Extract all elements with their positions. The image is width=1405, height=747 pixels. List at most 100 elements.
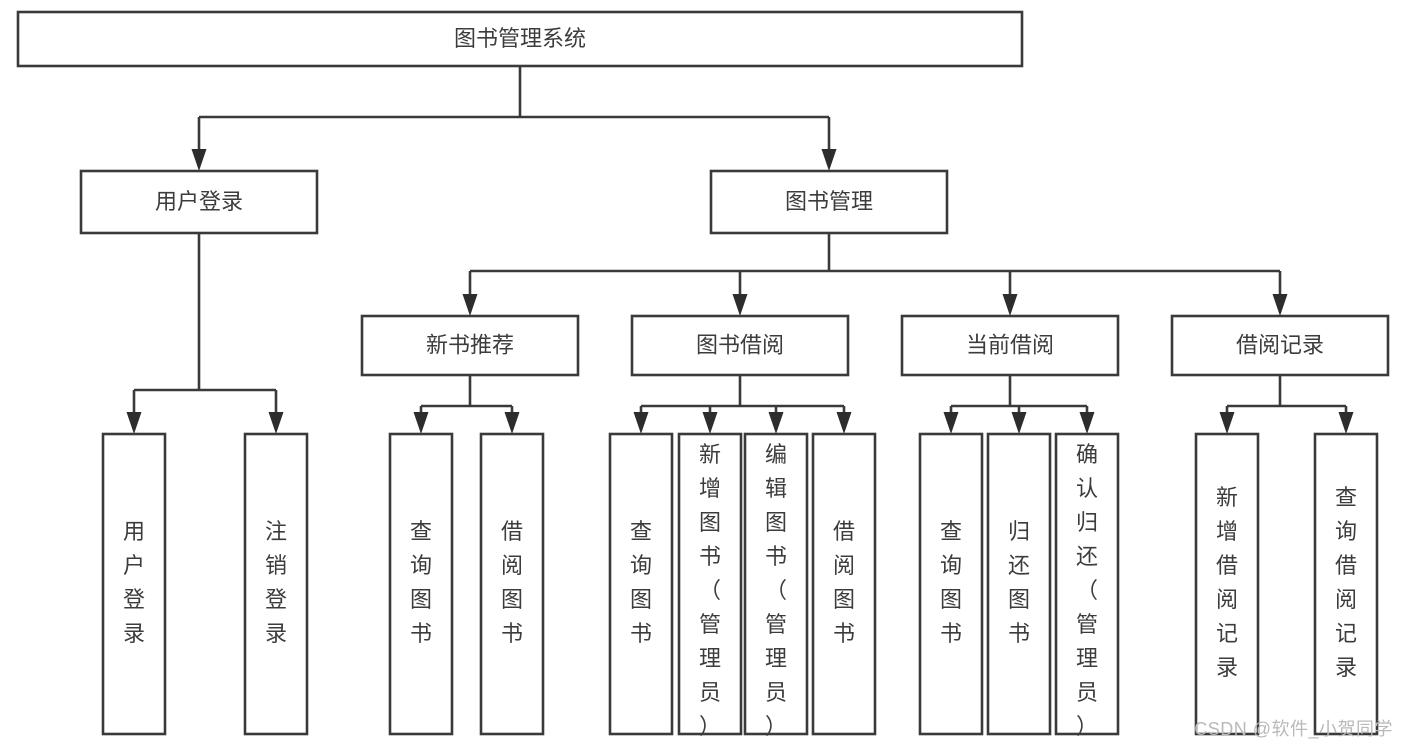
node-current[interactable]: 当前借阅	[900, 314, 1120, 377]
node-label: 当前借阅	[966, 332, 1054, 357]
node-label-char: 新	[699, 442, 721, 467]
arrow-head-icon	[191, 149, 207, 171]
node-layer: 图书管理系统用户登录图书管理新书推荐图书借阅当前借阅借阅记录用户登录注销登录查询…	[16, 10, 1390, 739]
node-leaf7[interactable]: 编辑图书（管理员）	[743, 432, 809, 739]
node-leaf8[interactable]: 借阅图书	[811, 432, 877, 736]
arrow-head-icon	[1002, 294, 1018, 316]
node-label-char: 图	[630, 587, 652, 612]
node-box[interactable]	[243, 432, 309, 736]
node-box[interactable]	[1194, 432, 1260, 736]
arrow-head-icon	[126, 412, 142, 434]
node-label-char: 书	[699, 544, 721, 569]
node-leaf13[interactable]: 查询借阅记录	[1313, 432, 1379, 736]
node-box[interactable]	[360, 314, 580, 377]
node-label-char: 辑	[765, 476, 787, 501]
node-label-char: ）	[699, 714, 721, 739]
node-leaf9[interactable]: 查询图书	[918, 432, 984, 736]
node-leaf1[interactable]: 用户登录	[101, 432, 167, 736]
arrow-head-icon	[633, 412, 649, 434]
node-label-char: 阅	[501, 553, 523, 578]
arrow-head-icon	[1219, 412, 1235, 434]
node-leaf10[interactable]: 归还图书	[986, 432, 1052, 736]
node-newbook[interactable]: 新书推荐	[360, 314, 580, 377]
node-label-char: 员	[765, 680, 787, 705]
node-box[interactable]	[918, 432, 984, 736]
node-label-char: 还	[1076, 544, 1098, 569]
node-label-char: 用	[123, 519, 145, 544]
node-label: 图书借阅	[696, 332, 784, 357]
node-label-char: 录	[123, 621, 145, 646]
node-label-char: 询	[630, 553, 652, 578]
node-label: 借阅图书	[833, 519, 855, 646]
node-label-char: 新	[1216, 485, 1238, 510]
node-box[interactable]	[1313, 432, 1379, 736]
node-box[interactable]	[811, 432, 877, 736]
node-box[interactable]	[101, 432, 167, 736]
node-leaf3[interactable]: 查询图书	[388, 432, 454, 736]
node-box[interactable]	[79, 169, 319, 235]
node-label-char: 借	[833, 519, 855, 544]
node-box[interactable]	[1170, 314, 1390, 377]
node-leaf4[interactable]: 借阅图书	[479, 432, 545, 736]
node-login[interactable]: 用户登录	[79, 169, 319, 235]
node-label-char: 增	[1216, 519, 1238, 544]
node-leaf11[interactable]: 确认归还（管理员）	[1054, 432, 1120, 739]
node-label: 借阅记录	[1236, 332, 1324, 357]
node-label: 查询图书	[410, 519, 432, 646]
node-label-char: 阅	[833, 553, 855, 578]
node-box[interactable]	[608, 432, 674, 736]
node-label-char: 理	[765, 646, 787, 671]
arrow-head-icon	[1338, 412, 1354, 434]
node-label-char: 理	[699, 646, 721, 671]
node-label: 编辑图书（管理员）	[765, 442, 787, 739]
node-box[interactable]	[479, 432, 545, 736]
node-label: 用户登录	[123, 519, 145, 646]
node-label-char: 员	[699, 680, 721, 705]
node-leaf6[interactable]: 新增图书（管理员）	[677, 432, 743, 739]
node-label-char: 借	[1216, 553, 1238, 578]
arrow-head-icon	[732, 294, 748, 316]
node-bookmgmt[interactable]: 图书管理	[709, 169, 949, 235]
node-label: 查询图书	[940, 519, 962, 646]
node-label-char: 书	[833, 621, 855, 646]
node-box[interactable]	[900, 314, 1120, 377]
connector-layer	[126, 66, 1354, 434]
node-box[interactable]	[709, 169, 949, 235]
node-box[interactable]	[677, 432, 743, 736]
node-label-char: 户	[123, 553, 145, 578]
arrow-head-icon	[768, 412, 784, 434]
node-box[interactable]	[743, 432, 809, 736]
node-box[interactable]	[1054, 432, 1120, 736]
node-label-char: 询	[1335, 519, 1357, 544]
node-box[interactable]	[630, 314, 850, 377]
node-borrow[interactable]: 图书借阅	[630, 314, 850, 377]
node-label-char: 记	[1216, 621, 1238, 646]
node-label-char: 查	[410, 519, 432, 544]
arrow-head-icon	[943, 412, 959, 434]
node-box[interactable]	[986, 432, 1052, 736]
node-label-char: 图	[699, 510, 721, 535]
arrow-head-icon	[504, 412, 520, 434]
node-leaf2[interactable]: 注销登录	[243, 432, 309, 736]
node-label-char: 管	[699, 612, 721, 637]
node-box[interactable]	[16, 10, 1024, 68]
node-label-char: 登	[265, 587, 287, 612]
node-label-char: 理	[1076, 646, 1098, 671]
node-records[interactable]: 借阅记录	[1170, 314, 1390, 377]
node-label-char: 录	[1216, 655, 1238, 680]
node-label-char: 图	[501, 587, 523, 612]
arrow-head-icon	[1079, 412, 1095, 434]
node-leaf12[interactable]: 新增借阅记录	[1194, 432, 1260, 736]
node-label-char: 借	[501, 519, 523, 544]
node-leaf5[interactable]: 查询图书	[608, 432, 674, 736]
node-label-char: 管	[1076, 612, 1098, 637]
node-label-char: 编	[765, 442, 787, 467]
node-label-char: 增	[699, 476, 721, 501]
node-root[interactable]: 图书管理系统	[16, 10, 1024, 68]
node-label-char: 销	[265, 553, 287, 578]
node-label-char: 查	[630, 519, 652, 544]
node-box[interactable]	[388, 432, 454, 736]
arrow-head-icon	[821, 149, 837, 171]
node-label: 图书管理	[785, 189, 873, 214]
